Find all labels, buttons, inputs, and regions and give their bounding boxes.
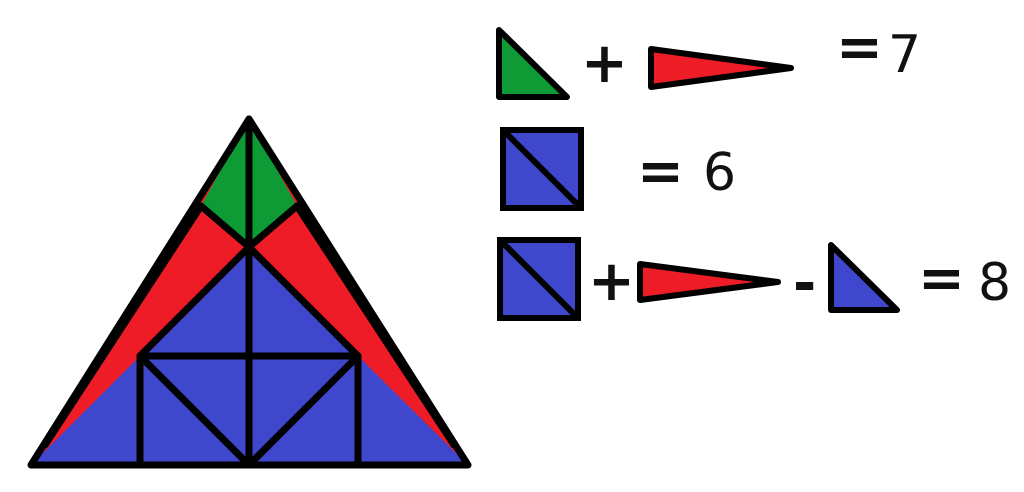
equation-row-2: = 6 xyxy=(500,127,736,211)
equation-row-3: + - = 8 xyxy=(497,237,1011,321)
result-value: 6 xyxy=(703,143,736,203)
equals-sign: = xyxy=(637,139,684,204)
blue-bottom-left-piece xyxy=(31,356,140,465)
green-triangle-term xyxy=(496,27,570,100)
red-spike-term xyxy=(637,261,781,303)
blue-bottom-right-piece xyxy=(358,356,468,465)
result-value: 7 xyxy=(888,25,921,85)
minus-operator: - xyxy=(793,251,816,316)
plus-operator: + xyxy=(588,249,635,314)
big-triangle-figure xyxy=(27,115,472,469)
plus-operator: + xyxy=(581,31,628,96)
result-value: 8 xyxy=(978,253,1011,313)
equals-sign: = xyxy=(836,15,883,80)
equation-row-1: + = 7 xyxy=(496,15,921,100)
blue-triangle-term xyxy=(828,242,900,313)
equals-sign: = xyxy=(918,246,965,311)
red-spike-term xyxy=(648,46,794,90)
